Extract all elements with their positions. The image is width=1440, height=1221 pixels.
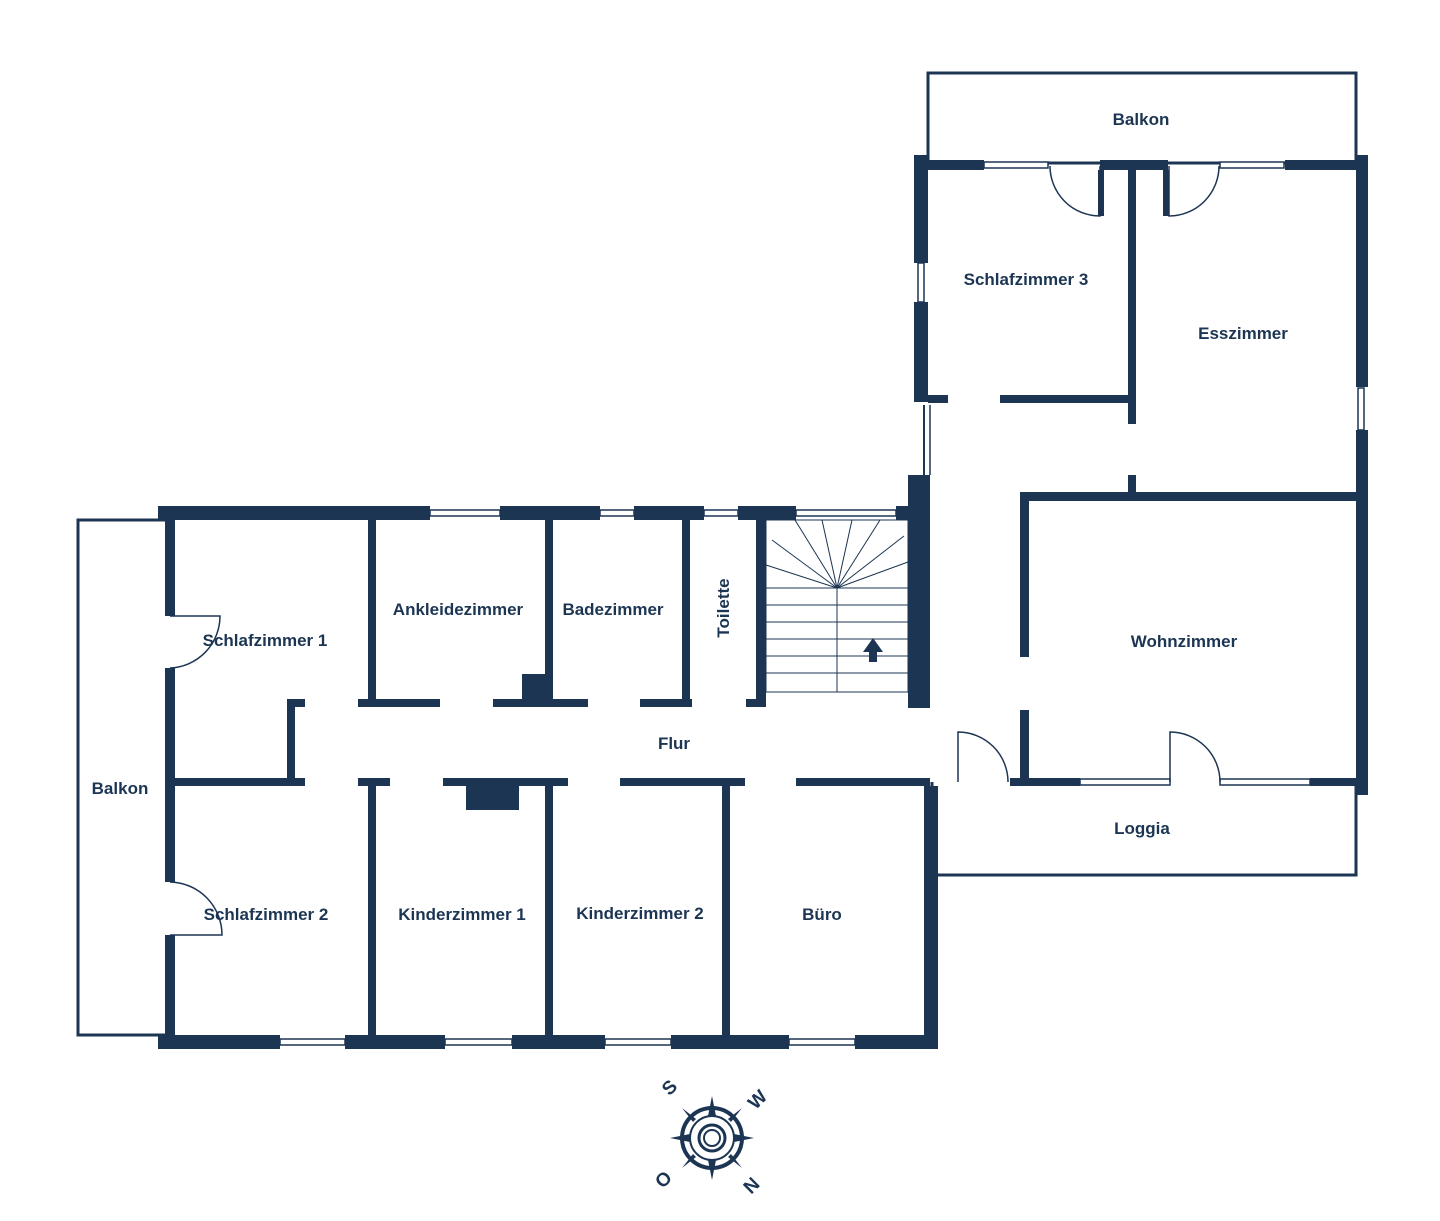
room-label-esszimmer: Esszimmer [1198,324,1288,343]
door-schlafzimmer2-balkon [169,881,223,936]
room-label-loggia: Loggia [1114,819,1170,838]
room-label-buero: Büro [802,905,842,924]
room-label-balkon-top: Balkon [1113,110,1170,129]
door-wohnzimmer-loggia [1169,731,1221,783]
compass-letter-west: W [744,1086,772,1114]
room-labels: Balkon Schlafzimmer 3 Esszimmer Wohnzimm… [92,110,1289,924]
room-label-flur: Flur [658,734,690,753]
windows [279,161,1365,1046]
room-label-schlafzimmer1: Schlafzimmer 1 [203,631,328,650]
compass-letter-east: O [651,1167,676,1192]
room-label-wohnzimmer: Wohnzimmer [1131,632,1238,651]
stair-direction-arrow-icon [863,638,883,662]
room-label-schlafzimmer3: Schlafzimmer 3 [964,270,1089,289]
door-schlafzimmer3-balkon [1049,165,1101,217]
compass-letters: S W O N [651,1076,771,1198]
compass-letter-south: S [658,1076,682,1100]
walls [158,155,1368,1049]
compass-rose-icon [670,1096,754,1180]
door-loggia-flur [957,731,1009,783]
room-label-schlafzimmer2: Schlafzimmer 2 [204,905,329,924]
compass-letter-north: N [740,1174,765,1199]
room-label-kinderzimmer1: Kinderzimmer 1 [398,905,526,924]
doors [169,165,1221,936]
room-label-balkon-left: Balkon [92,779,149,798]
room-label-toilette: Toilette [714,578,733,637]
door-schlafzimmer1-balkon [169,615,221,669]
outdoor-outlines [76,71,1358,1037]
door-esszimmer-balkon [1168,165,1220,217]
room-label-kinderzimmer2: Kinderzimmer 2 [576,904,704,923]
staircase-icon [765,519,909,693]
room-label-badezimmer: Badezimmer [562,600,663,619]
balcony-left-outline [76,518,165,1037]
room-label-ankleidezimmer: Ankleidezimmer [393,600,524,619]
